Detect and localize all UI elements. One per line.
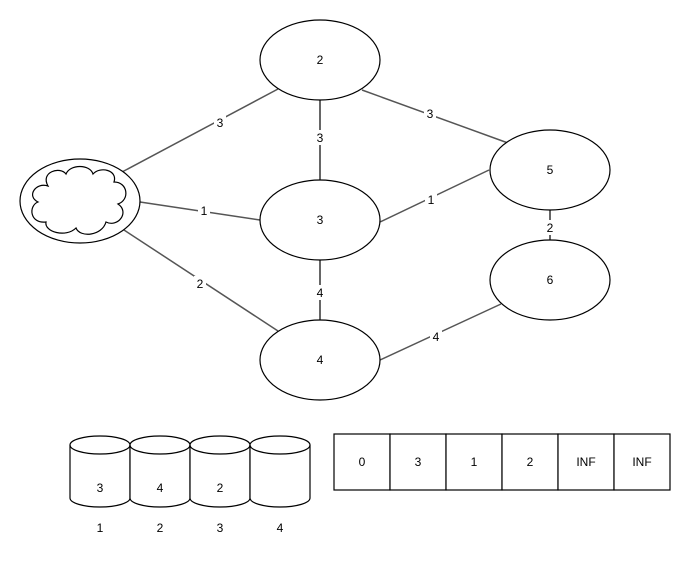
edge-labels: 3 1 2 3 3 1 4 2 4: [194, 106, 556, 344]
distance-cell: 1: [445, 433, 503, 491]
queue-value: 2: [217, 481, 224, 495]
distance-value: 2: [527, 455, 534, 469]
edge-label-2-3: 3: [317, 131, 324, 145]
cloud-icon: [31, 165, 127, 235]
queue-cylinder: 4 2: [129, 435, 191, 535]
node-4: 4: [259, 319, 381, 401]
distance-value: 1: [471, 455, 478, 469]
node-6: 6: [489, 239, 611, 321]
distance-cell: INF: [613, 433, 671, 491]
distance-value: INF: [576, 455, 595, 469]
distance-value: INF: [632, 455, 651, 469]
edge-label-cloud-2: 3: [217, 116, 224, 130]
distance-cell: 0: [333, 433, 391, 491]
edge-label-cloud-3: 1: [201, 204, 208, 218]
edge-label-cloud-4: 2: [197, 277, 204, 291]
node-2: 2: [259, 19, 381, 101]
queue-index: 2: [157, 521, 164, 535]
queue-index: 1: [97, 521, 104, 535]
node-5: 5: [489, 129, 611, 211]
node-3: 3: [259, 179, 381, 261]
node-6-label: 6: [547, 273, 554, 287]
edge-label-4-6: 4: [433, 330, 440, 344]
queue-cylinder: 2 3: [189, 435, 251, 535]
node-3-label: 3: [317, 213, 324, 227]
edge-label-3-4: 4: [317, 286, 324, 300]
edge-label-2-5: 3: [427, 107, 434, 121]
distance-value: 3: [415, 455, 422, 469]
queue-cylinder: 4: [249, 435, 311, 535]
distance-value: 0: [359, 455, 366, 469]
queue-value: 4: [157, 481, 164, 495]
queue-index: 4: [277, 521, 284, 535]
distance-cell: 3: [389, 433, 447, 491]
distance-cell: INF: [557, 433, 615, 491]
queue-cylinder: 3 1: [69, 435, 131, 535]
edge-label-3-5: 1: [428, 193, 435, 207]
queue: 3 1 4 2 2 3 4: [69, 435, 311, 535]
node-2-label: 2: [317, 53, 324, 67]
distance-table: 0 3 1 2 INF INF: [333, 433, 671, 491]
node-4-label: 4: [317, 353, 324, 367]
queue-value: 3: [97, 481, 104, 495]
edge-label-5-6: 2: [547, 221, 554, 235]
queue-index: 3: [217, 521, 224, 535]
distance-cell: 2: [501, 433, 559, 491]
cloud-node: [19, 158, 141, 244]
node-5-label: 5: [547, 163, 554, 177]
edge-cloud-2: [121, 88, 279, 173]
